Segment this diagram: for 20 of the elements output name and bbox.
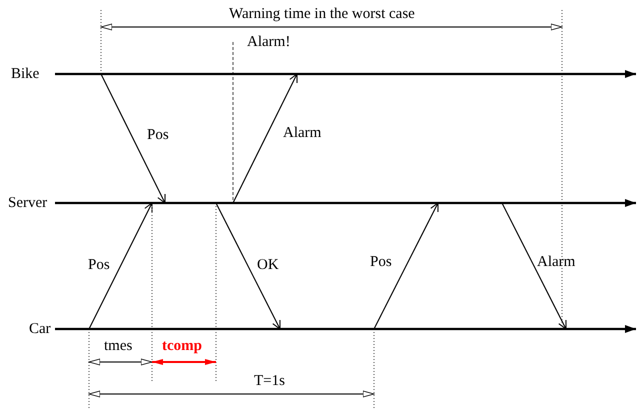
- edge-label: Pos: [88, 257, 110, 273]
- dimension-label: tmes: [104, 338, 132, 354]
- message-arrow: [216, 202, 280, 330]
- message-arrow: [502, 202, 566, 330]
- edge-label: Alarm: [283, 125, 322, 141]
- message-arrow: [88, 202, 152, 330]
- message-arrow: [232, 74, 298, 204]
- edge-label: Pos: [147, 127, 169, 143]
- edge-label: Alarm: [537, 254, 576, 270]
- message-arrow: [100, 74, 166, 204]
- message-arrow: [374, 202, 438, 330]
- edge-label: Pos: [370, 254, 392, 270]
- lifeline-label: Server: [8, 195, 48, 211]
- annotation-text: Alarm!: [247, 34, 290, 50]
- lifeline-label: Car: [29, 321, 51, 337]
- edge-label: OK: [257, 257, 279, 273]
- lifeline-label: Bike: [11, 66, 40, 82]
- dimension-label: Warning time in the worst case: [229, 6, 415, 22]
- dimension-label: tcomp: [162, 338, 202, 354]
- dimension-label: T=1s: [254, 373, 285, 389]
